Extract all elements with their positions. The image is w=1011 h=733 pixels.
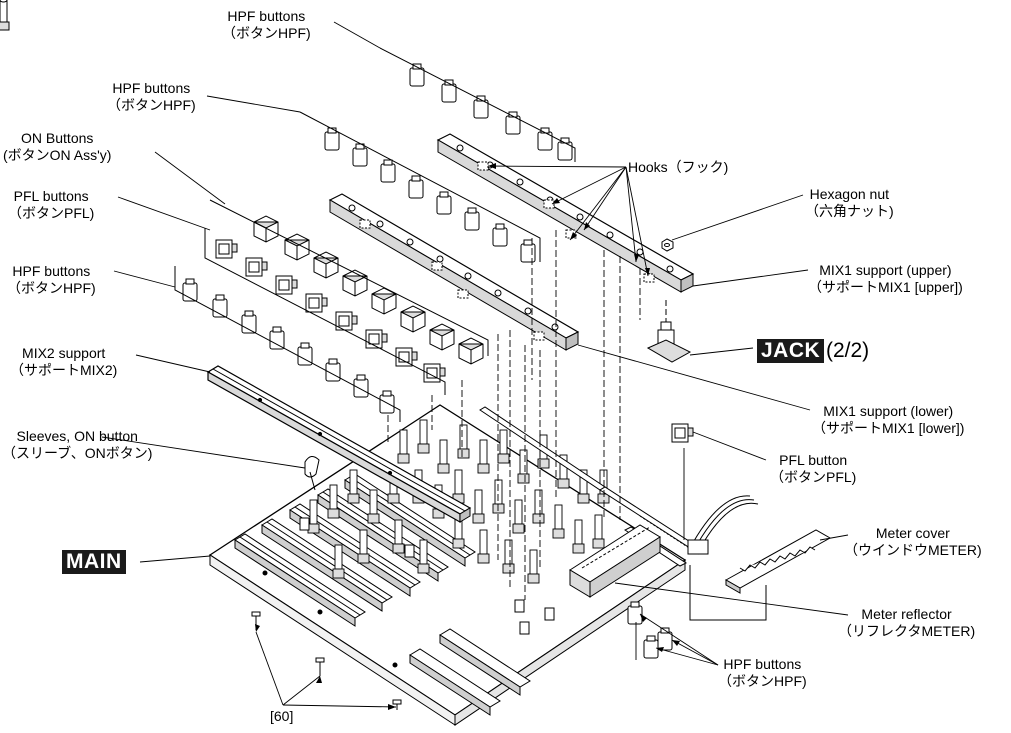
label-en: HPF buttons [112,80,191,96]
board-small-buttons [299,517,555,635]
label-jp: （サポートMIX1 [upper]) [808,279,963,295]
sleeve-part [304,456,320,491]
label-en: ON Buttons [21,130,94,146]
label-en: MIX2 support [22,345,106,361]
label-en: HPF buttons [12,263,91,279]
hpf-buttons-top-row [409,63,573,161]
mix2-support-bar [206,365,472,524]
label-jp: （ボタンPFL) [770,469,857,485]
label-mix1-upper: MIX1 support (upper) （サポートMIX1 [upper]) [808,262,963,296]
label-en: Sleeves, ON button [16,428,138,444]
label-en: Hooks（フック) [628,159,729,175]
label-jp: （ボタンHPF) [718,673,807,689]
label-jp: （サポートMIX1 [lower]) [812,420,965,436]
jack-part [646,300,692,363]
jack-badge: JACK [757,339,825,363]
jack-badge-suffix: (2/2) [826,339,870,362]
assembly-guide-lines [387,230,685,660]
pfl-button-single [671,423,694,443]
label-en: HPF buttons [723,656,802,672]
label-meter-cover: Meter cover （ウインドウMETER) [844,525,982,559]
label-mix1-lower: MIX1 support (lower) （サポートMIX1 [lower]) [812,403,964,437]
label-screw-ref: [60] [270,708,294,724]
label-jp: （ボタンHPF) [7,280,96,296]
hpf-buttons-left-row [182,278,395,414]
arrow-heads [255,163,680,710]
label-en: MIX1 support (upper) [819,262,952,278]
hpf-buttons-bottom [627,601,673,659]
label-en: MIX1 support (lower) [823,403,954,419]
label-hpf-buttons-top: HPF buttons （ボタンHPF) [222,8,311,42]
label-en: PFL buttons [13,188,89,204]
main-badge: MAIN [62,550,126,574]
label-jp: (ボタンON Ass'y) [3,147,112,163]
meter-cover-part [724,529,832,594]
label-pfl-button: PFL button （ボタンPFL) [770,452,856,486]
mix1-support-upper [436,133,695,293]
label-hooks: Hooks（フック) [628,159,728,176]
fader-array [234,473,531,716]
group-brackets [174,47,576,422]
potentiometer-array [0,0,10,31]
label-en: Hexagon nut [809,186,890,202]
label-en: Meter cover [875,525,950,541]
label-hexagon-nut: Hexagon nut （六角ナット) [805,186,894,220]
meter-reflector-part [569,524,661,598]
label-jp: （ボタンPFL) [8,205,95,221]
label-jp: （リフレクタMETER) [838,623,976,639]
hpf-buttons-second-row [324,127,536,263]
label-hpf-buttons-left: HPF buttons （ボタンHPF) [7,263,96,297]
label-meter-reflector: Meter reflector （リフレクタMETER) [838,606,975,640]
label-pfl-buttons: PFL buttons （ボタンPFL) [8,188,94,222]
label-on-buttons: ON Buttons (ボタンON Ass'y) [3,130,111,164]
label-jp: （ウインドウMETER) [844,542,982,558]
label-en: HPF buttons [227,8,306,24]
hexagon-nut-part [661,238,674,252]
label-jp: （六角ナット) [805,203,894,219]
label-hpf-buttons-second: HPF buttons （ボタンHPF) [107,80,196,114]
label-jp: （ボタンHPF) [107,97,196,113]
meter-cover-bracket [689,565,767,621]
label-hpf-buttons-bottom: HPF buttons （ボタンHPF) [718,656,807,690]
label-jp: （サポートMIX2) [10,362,118,378]
label-mix2-support: MIX2 support （サポートMIX2) [10,345,117,379]
label-en: Meter reflector [861,606,952,622]
label-jp: （ボタンHPF) [222,25,311,41]
label-jp: （スリーブ、ONボタン) [2,445,153,461]
ribbon-cable [687,495,759,555]
label-en: PFL button [779,452,848,468]
pot-field [307,419,610,584]
mix1-support-lower [328,193,580,351]
leader-lines [101,21,849,708]
label-sleeves: Sleeves, ON button （スリーブ、ONボタン) [2,428,152,462]
